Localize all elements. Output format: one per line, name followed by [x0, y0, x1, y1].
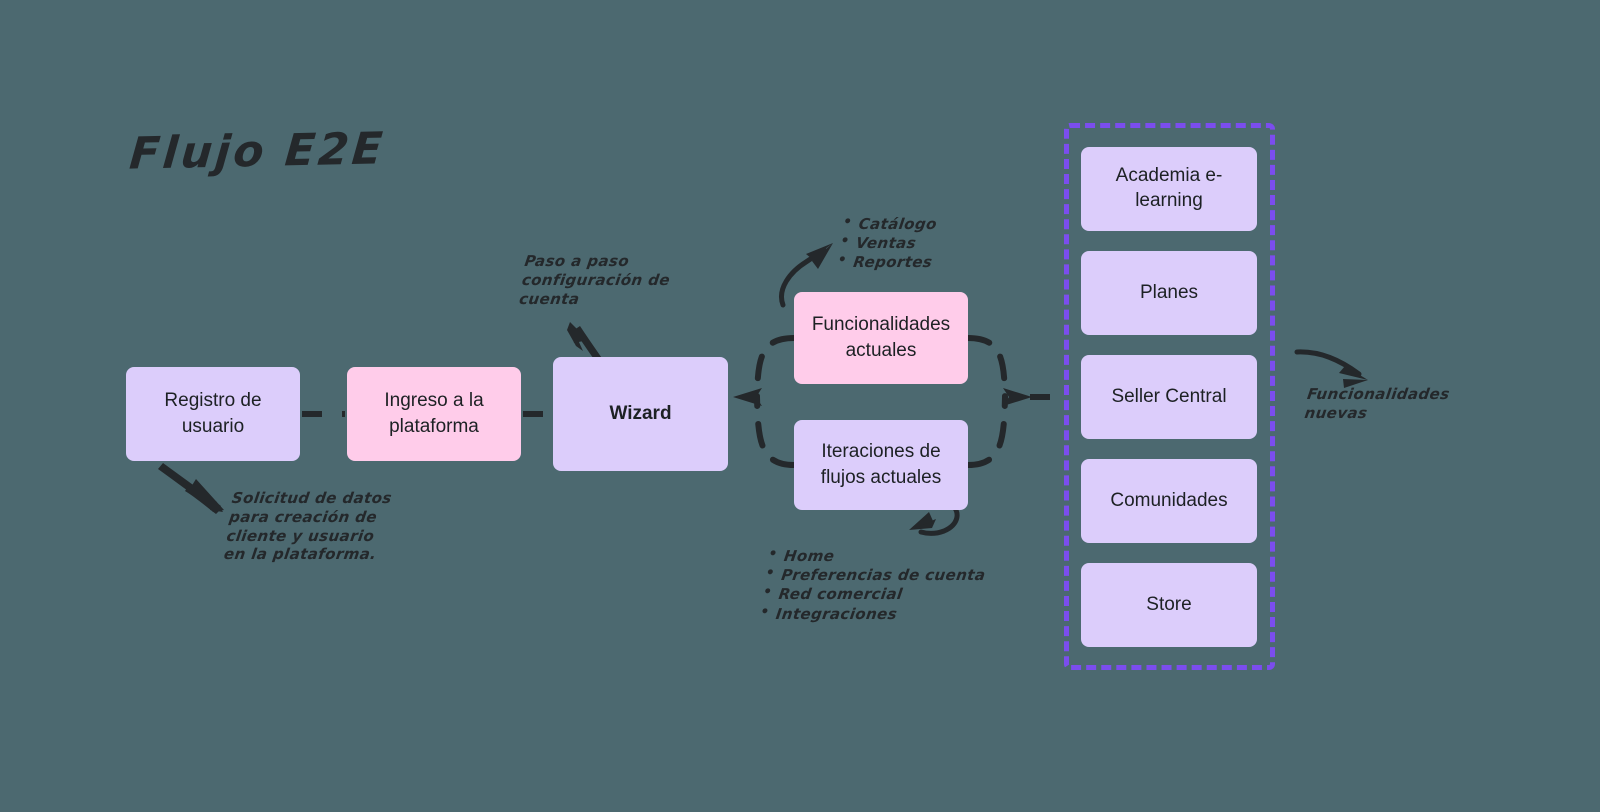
annotation-paso-a-paso: Paso a paso configuración de cuenta: [518, 252, 672, 308]
node-iteraciones-de-flujos-actuales[interactable]: Iteraciones de flujos actuales: [794, 420, 968, 510]
node-label: Ingreso a la plataforma: [384, 390, 484, 437]
annotation-funcionalidades-nuevas: Funcionalidades nuevas: [1303, 385, 1451, 422]
node-label: Funcionalidades actuales: [811, 314, 951, 361]
arrowhead-to-group: [1003, 388, 1032, 406]
bullet-item: Preferencias de cuenta: [764, 566, 987, 585]
sketch-arrow-solicitud: [158, 463, 224, 514]
bullet-list-iteraciones: HomePreferencias de cuentaRed comercialI…: [759, 547, 990, 624]
node-funcionalidades-actuales[interactable]: Funcionalidades actuales: [794, 292, 968, 384]
group-item-planes[interactable]: Planes: [1081, 251, 1257, 335]
bullet-item: Integraciones: [759, 605, 982, 624]
annotation-solicitud-de-datos: Solicitud de datos para creación de clie…: [222, 489, 394, 564]
sketch-arrowhead-bottom-bullets: [909, 512, 936, 530]
group-funcionalidades-nuevas: [1064, 123, 1275, 670]
group-item-label: Academia e-learning: [1115, 165, 1223, 211]
connector-split-upper: [754, 335, 797, 400]
connector-merge-upper: [965, 335, 1008, 400]
bullet-item: Ventas: [839, 234, 937, 253]
arrowhead-to-wizard: [733, 388, 762, 406]
node-ingreso-a-la-plataforma[interactable]: Ingreso a la plataforma: [347, 367, 521, 461]
node-registro-de-usuario[interactable]: Registro de usuario: [126, 367, 300, 461]
bullet-item: Reportes: [836, 253, 933, 272]
group-item-seller-central[interactable]: Seller Central: [1081, 355, 1257, 439]
node-label: Wizard: [609, 403, 672, 425]
bullet-list-funcionalidades: CatálogoVentasReportes: [836, 215, 939, 273]
connector-split-lower: [754, 394, 797, 468]
group-item-academia-e-learning[interactable]: Academia e-learning: [1081, 147, 1257, 231]
node-label: Iteraciones de flujos actuales: [820, 441, 942, 488]
bullet-item: Red comercial: [761, 585, 984, 604]
bullet-item: Home: [767, 547, 990, 566]
bullet-item: Catálogo: [841, 215, 939, 234]
sketch-arrow-nuevas: [1294, 349, 1362, 377]
group-item-label: Planes: [1139, 281, 1199, 303]
group-item-label: Store: [1146, 593, 1192, 615]
group-item-comunidades[interactable]: Comunidades: [1081, 459, 1257, 543]
node-label: Registro de usuario: [164, 390, 262, 437]
node-wizard[interactable]: Wizard: [553, 357, 728, 471]
page-title: Flujo E2E: [127, 123, 388, 180]
connector-merge-lower: [965, 394, 1008, 468]
sketch-arrowhead-top-bullets: [806, 243, 833, 269]
group-item-label: Comunidades: [1110, 489, 1228, 511]
group-item-store[interactable]: Store: [1081, 563, 1257, 647]
group-item-label: Seller Central: [1111, 385, 1227, 407]
